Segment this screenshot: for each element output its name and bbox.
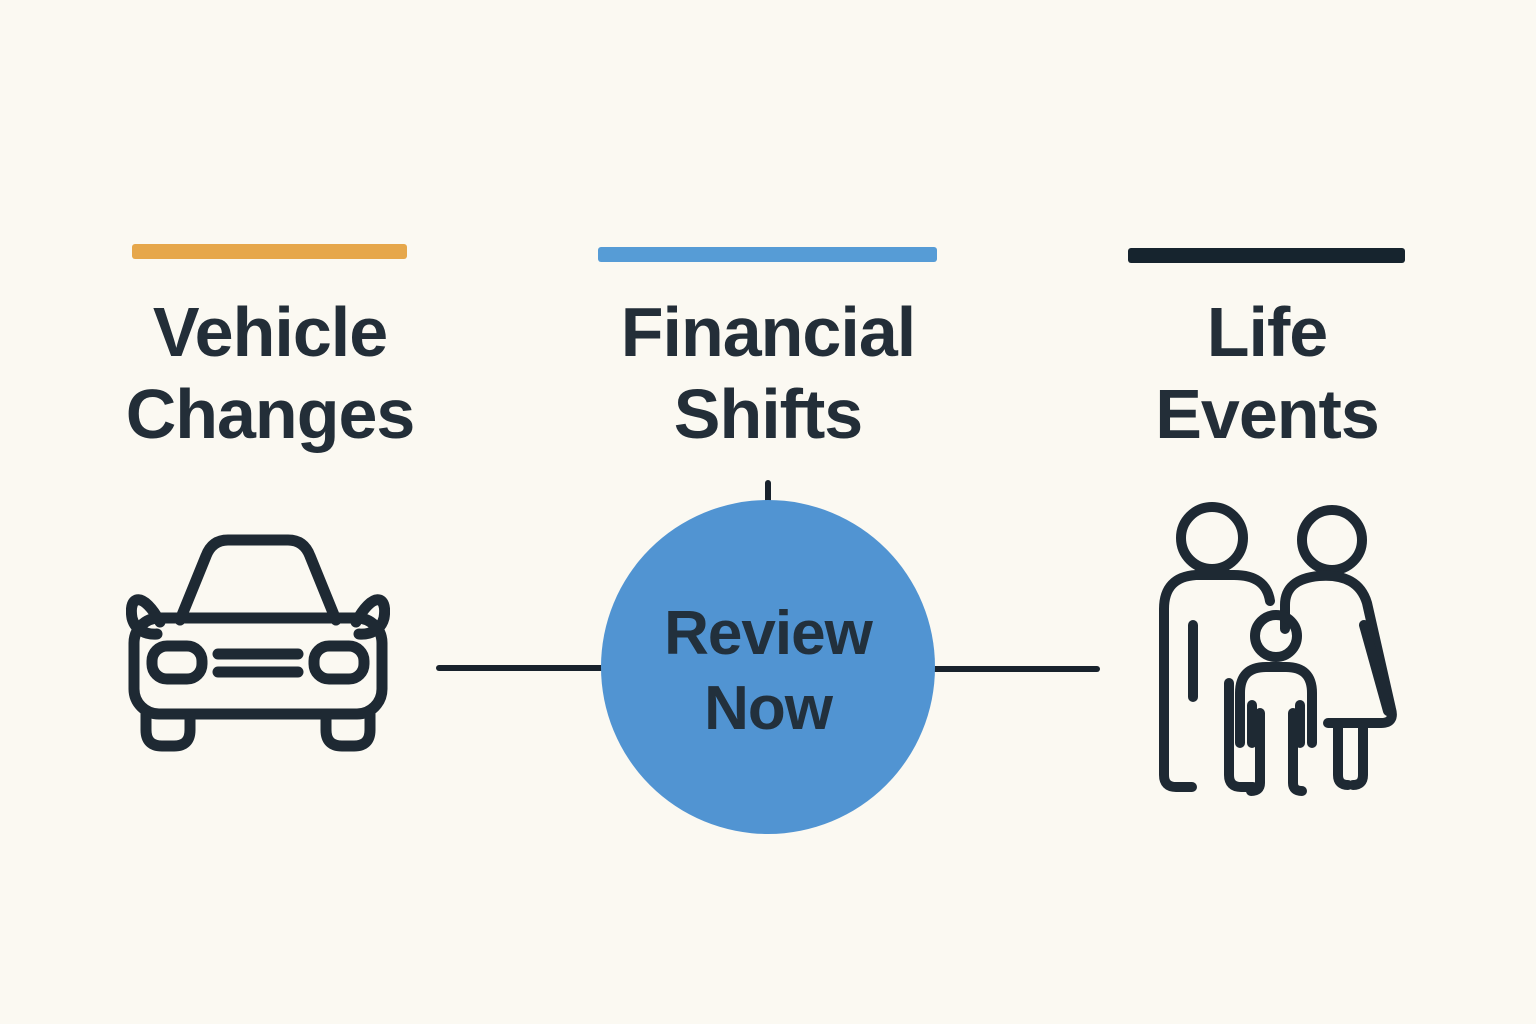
- financial-shifts-title: Financial Shifts: [558, 291, 978, 455]
- life-events-title: Life Events: [1057, 291, 1477, 455]
- car-icon: [126, 534, 390, 752]
- vehicle-changes-accent-bar: [132, 244, 407, 259]
- financial-shifts-title-line2: Shifts: [673, 375, 863, 453]
- review-now-button[interactable]: Review Now: [601, 500, 935, 834]
- left-connector-line: [436, 665, 608, 671]
- vehicle-changes-title-line1: Vehicle: [152, 293, 388, 371]
- review-now-label-line2: Now: [704, 674, 833, 743]
- review-now-label-line1: Review: [664, 599, 873, 668]
- life-events-title-line2: Events: [1155, 375, 1380, 453]
- vehicle-changes-title-line2: Changes: [125, 375, 416, 453]
- life-events-accent-bar: [1128, 248, 1405, 263]
- family-icon: [1159, 502, 1397, 796]
- top-connector-line: [765, 480, 771, 504]
- life-events-title-line1: Life: [1206, 293, 1328, 371]
- right-connector-line: [930, 666, 1100, 672]
- financial-shifts-title-line1: Financial: [620, 293, 916, 371]
- vehicle-changes-title: Vehicle Changes: [60, 291, 480, 455]
- financial-shifts-accent-bar: [598, 247, 937, 262]
